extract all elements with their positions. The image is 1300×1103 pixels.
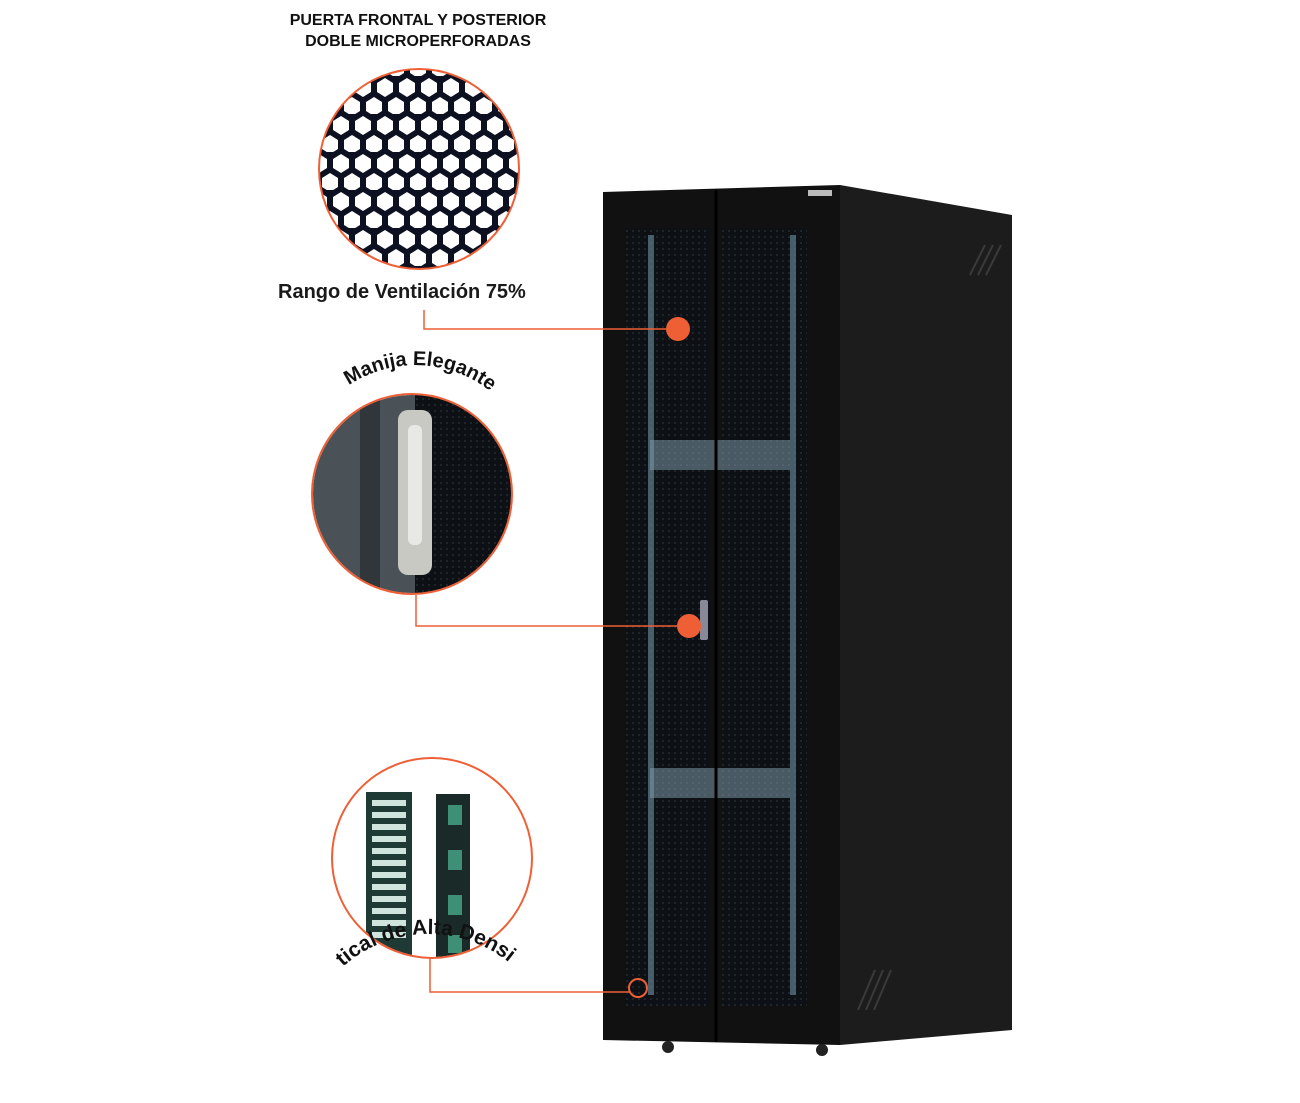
- callout-dot-3: [628, 978, 648, 998]
- header-line-2: DOBLE MICROPERFORADAS: [305, 33, 531, 50]
- header-line-1: PUERTA FRONTAL Y POSTERIOR: [289, 12, 547, 29]
- ventilation-label: Rango de Ventilación 75%: [278, 281, 526, 303]
- callout-line-2: [415, 595, 677, 627]
- callout-dot-1: [666, 317, 690, 341]
- callout-dot-2: [677, 614, 701, 638]
- organizer-detail: [333, 759, 531, 957]
- server-cabinet: [603, 185, 1012, 1056]
- handle-label: Manija Elegante: [340, 348, 500, 395]
- callout-line-1: [423, 310, 666, 330]
- callout-line-3: [429, 958, 630, 993]
- mesh-detail-circle: [318, 68, 520, 270]
